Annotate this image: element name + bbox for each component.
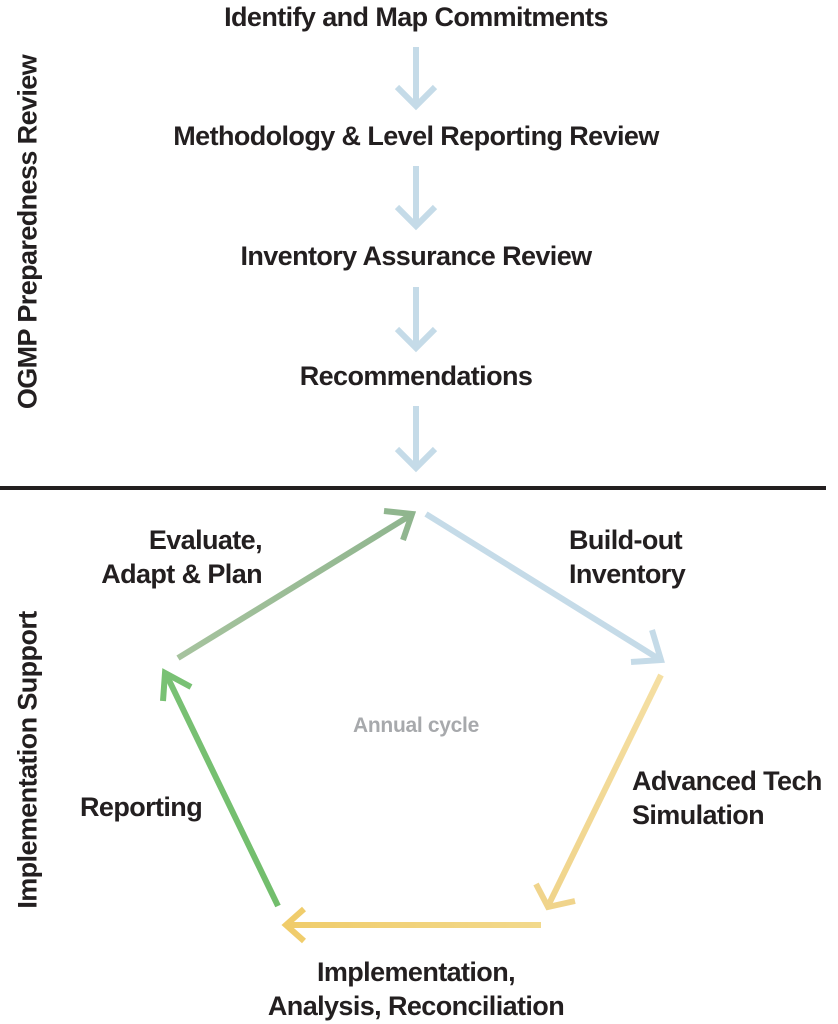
section-label-implementation: Implementation Support — [12, 611, 43, 909]
flow-arrow-2 — [394, 166, 438, 231]
cycle-label-build-out-line2: Inventory — [569, 559, 686, 589]
cycle-label-reporting: Reporting — [80, 790, 203, 824]
cycle-arrow-advanced-tech — [533, 673, 664, 911]
cycle-arrow-implementation — [281, 906, 541, 944]
cycle-label-advanced-tech-line2: Simulation — [632, 800, 765, 830]
cycle-center-label: Annual cycle — [353, 714, 479, 737]
cycle-label-build-out-line1: Build-out — [569, 525, 683, 555]
cycle-label-advanced-tech-line1: Advanced Tech — [632, 766, 822, 796]
flow-arrow-4 — [394, 406, 438, 473]
cycle-label-reporting-line1: Reporting — [80, 792, 203, 822]
flow-arrow-1 — [394, 47, 438, 111]
step-inventory-assurance: Inventory Assurance Review — [240, 241, 592, 271]
cycle-arrow-reporting — [160, 668, 281, 908]
cycle-label-implementation: Implementation, Analysis, Reconciliation — [267, 955, 565, 1023]
cycle-label-evaluate: Evaluate, Adapt & Plan — [101, 523, 262, 591]
cycle-label-build-out: Build-out Inventory — [569, 523, 686, 591]
flow-arrow-3 — [394, 287, 438, 353]
step-recommendations: Recommendations — [299, 361, 533, 391]
cycle-label-evaluate-line1: Evaluate, — [148, 525, 263, 555]
cycle-label-evaluate-line2: Adapt & Plan — [101, 559, 262, 589]
cycle-label-advanced-tech: Advanced Tech Simulation — [632, 764, 822, 832]
step-identify: Identify and Map Commitments — [224, 2, 608, 32]
step-methodology: Methodology & Level Reporting Review — [173, 121, 659, 151]
cycle-arrow-evaluate — [176, 508, 417, 661]
cycle-label-implementation-line2: Analysis, Reconciliation — [267, 991, 565, 1021]
cycle-arrow-build-out — [424, 511, 665, 665]
cycle-label-implementation-line1: Implementation, — [316, 957, 516, 987]
section-label-preparedness: OGMP Preparedness Review — [12, 54, 43, 410]
